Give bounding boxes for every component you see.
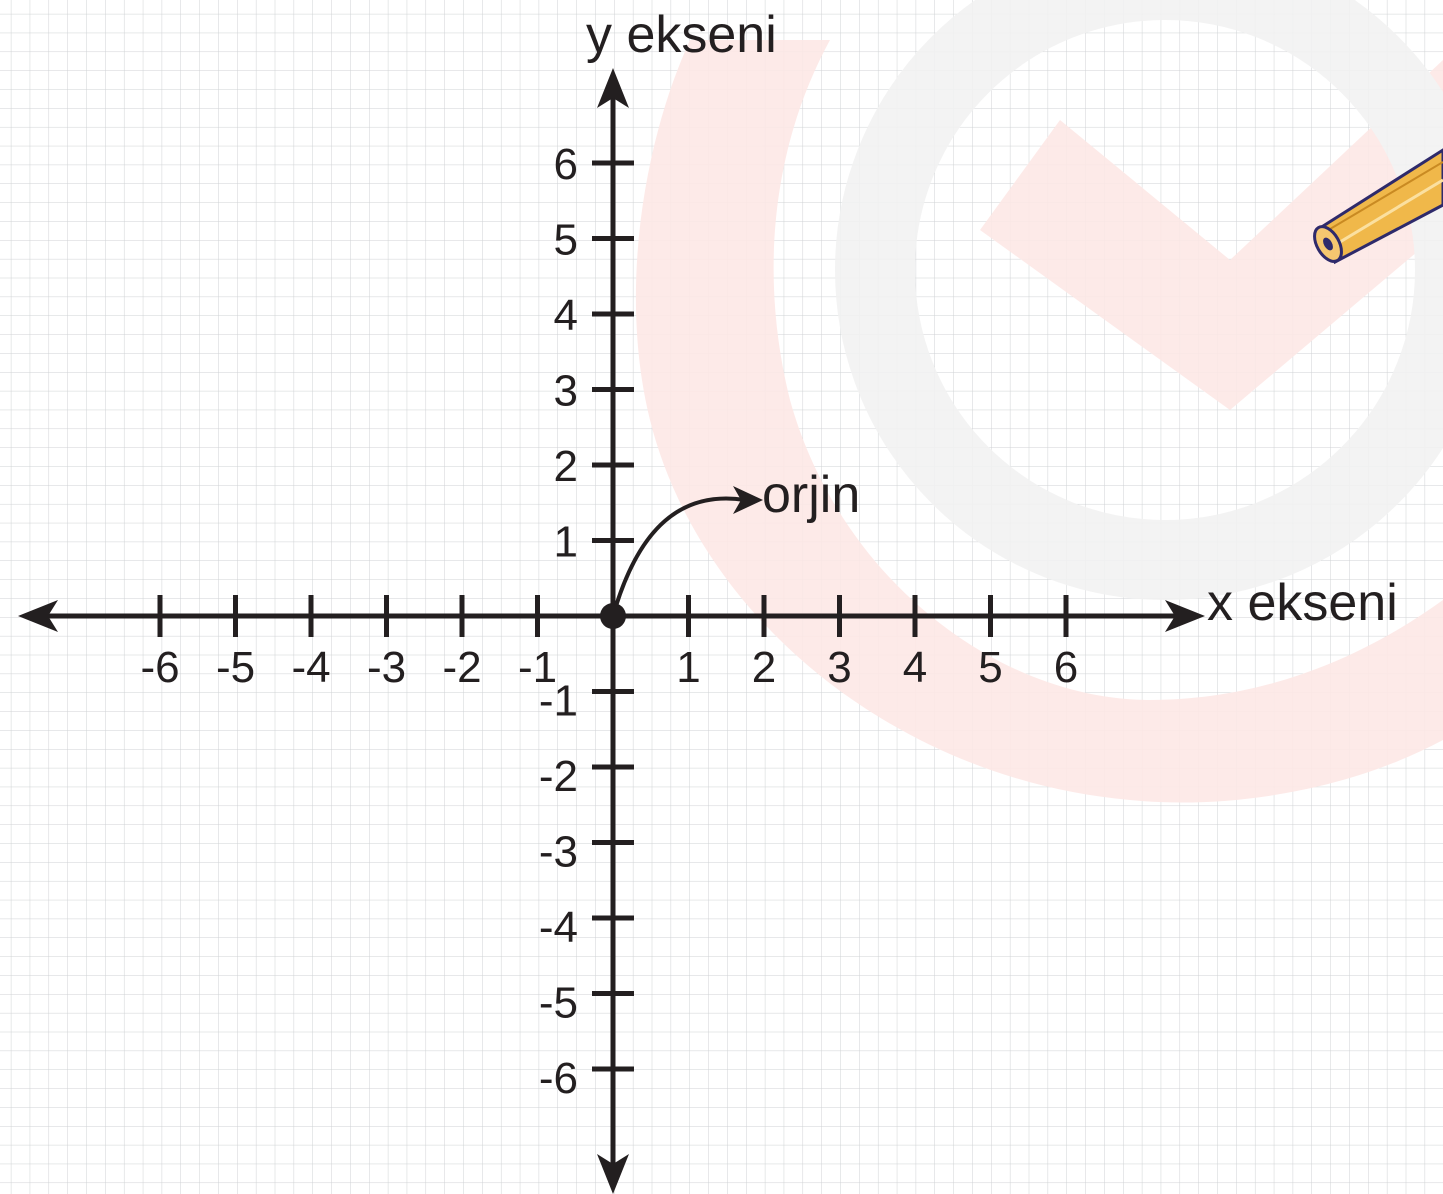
y-tick-label: -1 xyxy=(539,677,578,726)
y-tick-label: -4 xyxy=(539,903,578,952)
y-axis-top-arrowhead xyxy=(597,68,629,108)
x-tick-label: -5 xyxy=(216,643,255,692)
y-tick-label: -2 xyxy=(539,752,578,801)
y-tick-label: 3 xyxy=(554,367,578,416)
y-tick-label: 4 xyxy=(554,291,578,340)
x-tick-label: -4 xyxy=(291,643,330,692)
x-axis-ticks xyxy=(157,595,1069,637)
pencil-illustration xyxy=(1313,148,1443,265)
y-axis-ticks xyxy=(592,160,634,1072)
x-tick-label: 2 xyxy=(752,643,776,692)
x-tick-label: -2 xyxy=(442,643,481,692)
x-tick-label: 5 xyxy=(978,643,1002,692)
origin-point xyxy=(600,603,626,629)
x-tick-label: -1 xyxy=(518,643,557,692)
y-tick-label: 2 xyxy=(554,442,578,491)
x-axis-tick-labels: -6 -5 -4 -3 -2 -1 1 2 3 4 5 6 xyxy=(140,643,1078,692)
x-tick-label: 1 xyxy=(676,643,700,692)
x-tick-label: 3 xyxy=(827,643,851,692)
y-tick-label: 6 xyxy=(554,140,578,189)
x-axis-right-arrowhead xyxy=(1165,600,1205,632)
origin-callout-arrow xyxy=(614,496,746,607)
y-tick-label: -3 xyxy=(539,828,578,877)
y-axis-tick-labels: 6 5 4 3 2 1 -1 -2 -3 -4 -5 -6 xyxy=(539,140,578,1103)
origin-callout-arrowhead xyxy=(733,486,763,514)
y-tick-label: -6 xyxy=(539,1054,578,1103)
x-tick-label: -3 xyxy=(367,643,406,692)
x-axis-left-arrowhead xyxy=(18,600,58,632)
y-axis-title: y ekseni xyxy=(586,6,777,64)
y-axis-bottom-arrowhead xyxy=(597,1154,629,1194)
x-tick-label: 6 xyxy=(1054,643,1078,692)
y-tick-label: -5 xyxy=(539,979,578,1028)
x-tick-label: 4 xyxy=(903,643,927,692)
origin-label: orjin xyxy=(762,466,860,524)
y-tick-label: 5 xyxy=(554,216,578,265)
x-axis-title: x ekseni xyxy=(1207,574,1398,632)
x-tick-label: -6 xyxy=(140,643,179,692)
y-tick-label: 1 xyxy=(554,518,578,567)
